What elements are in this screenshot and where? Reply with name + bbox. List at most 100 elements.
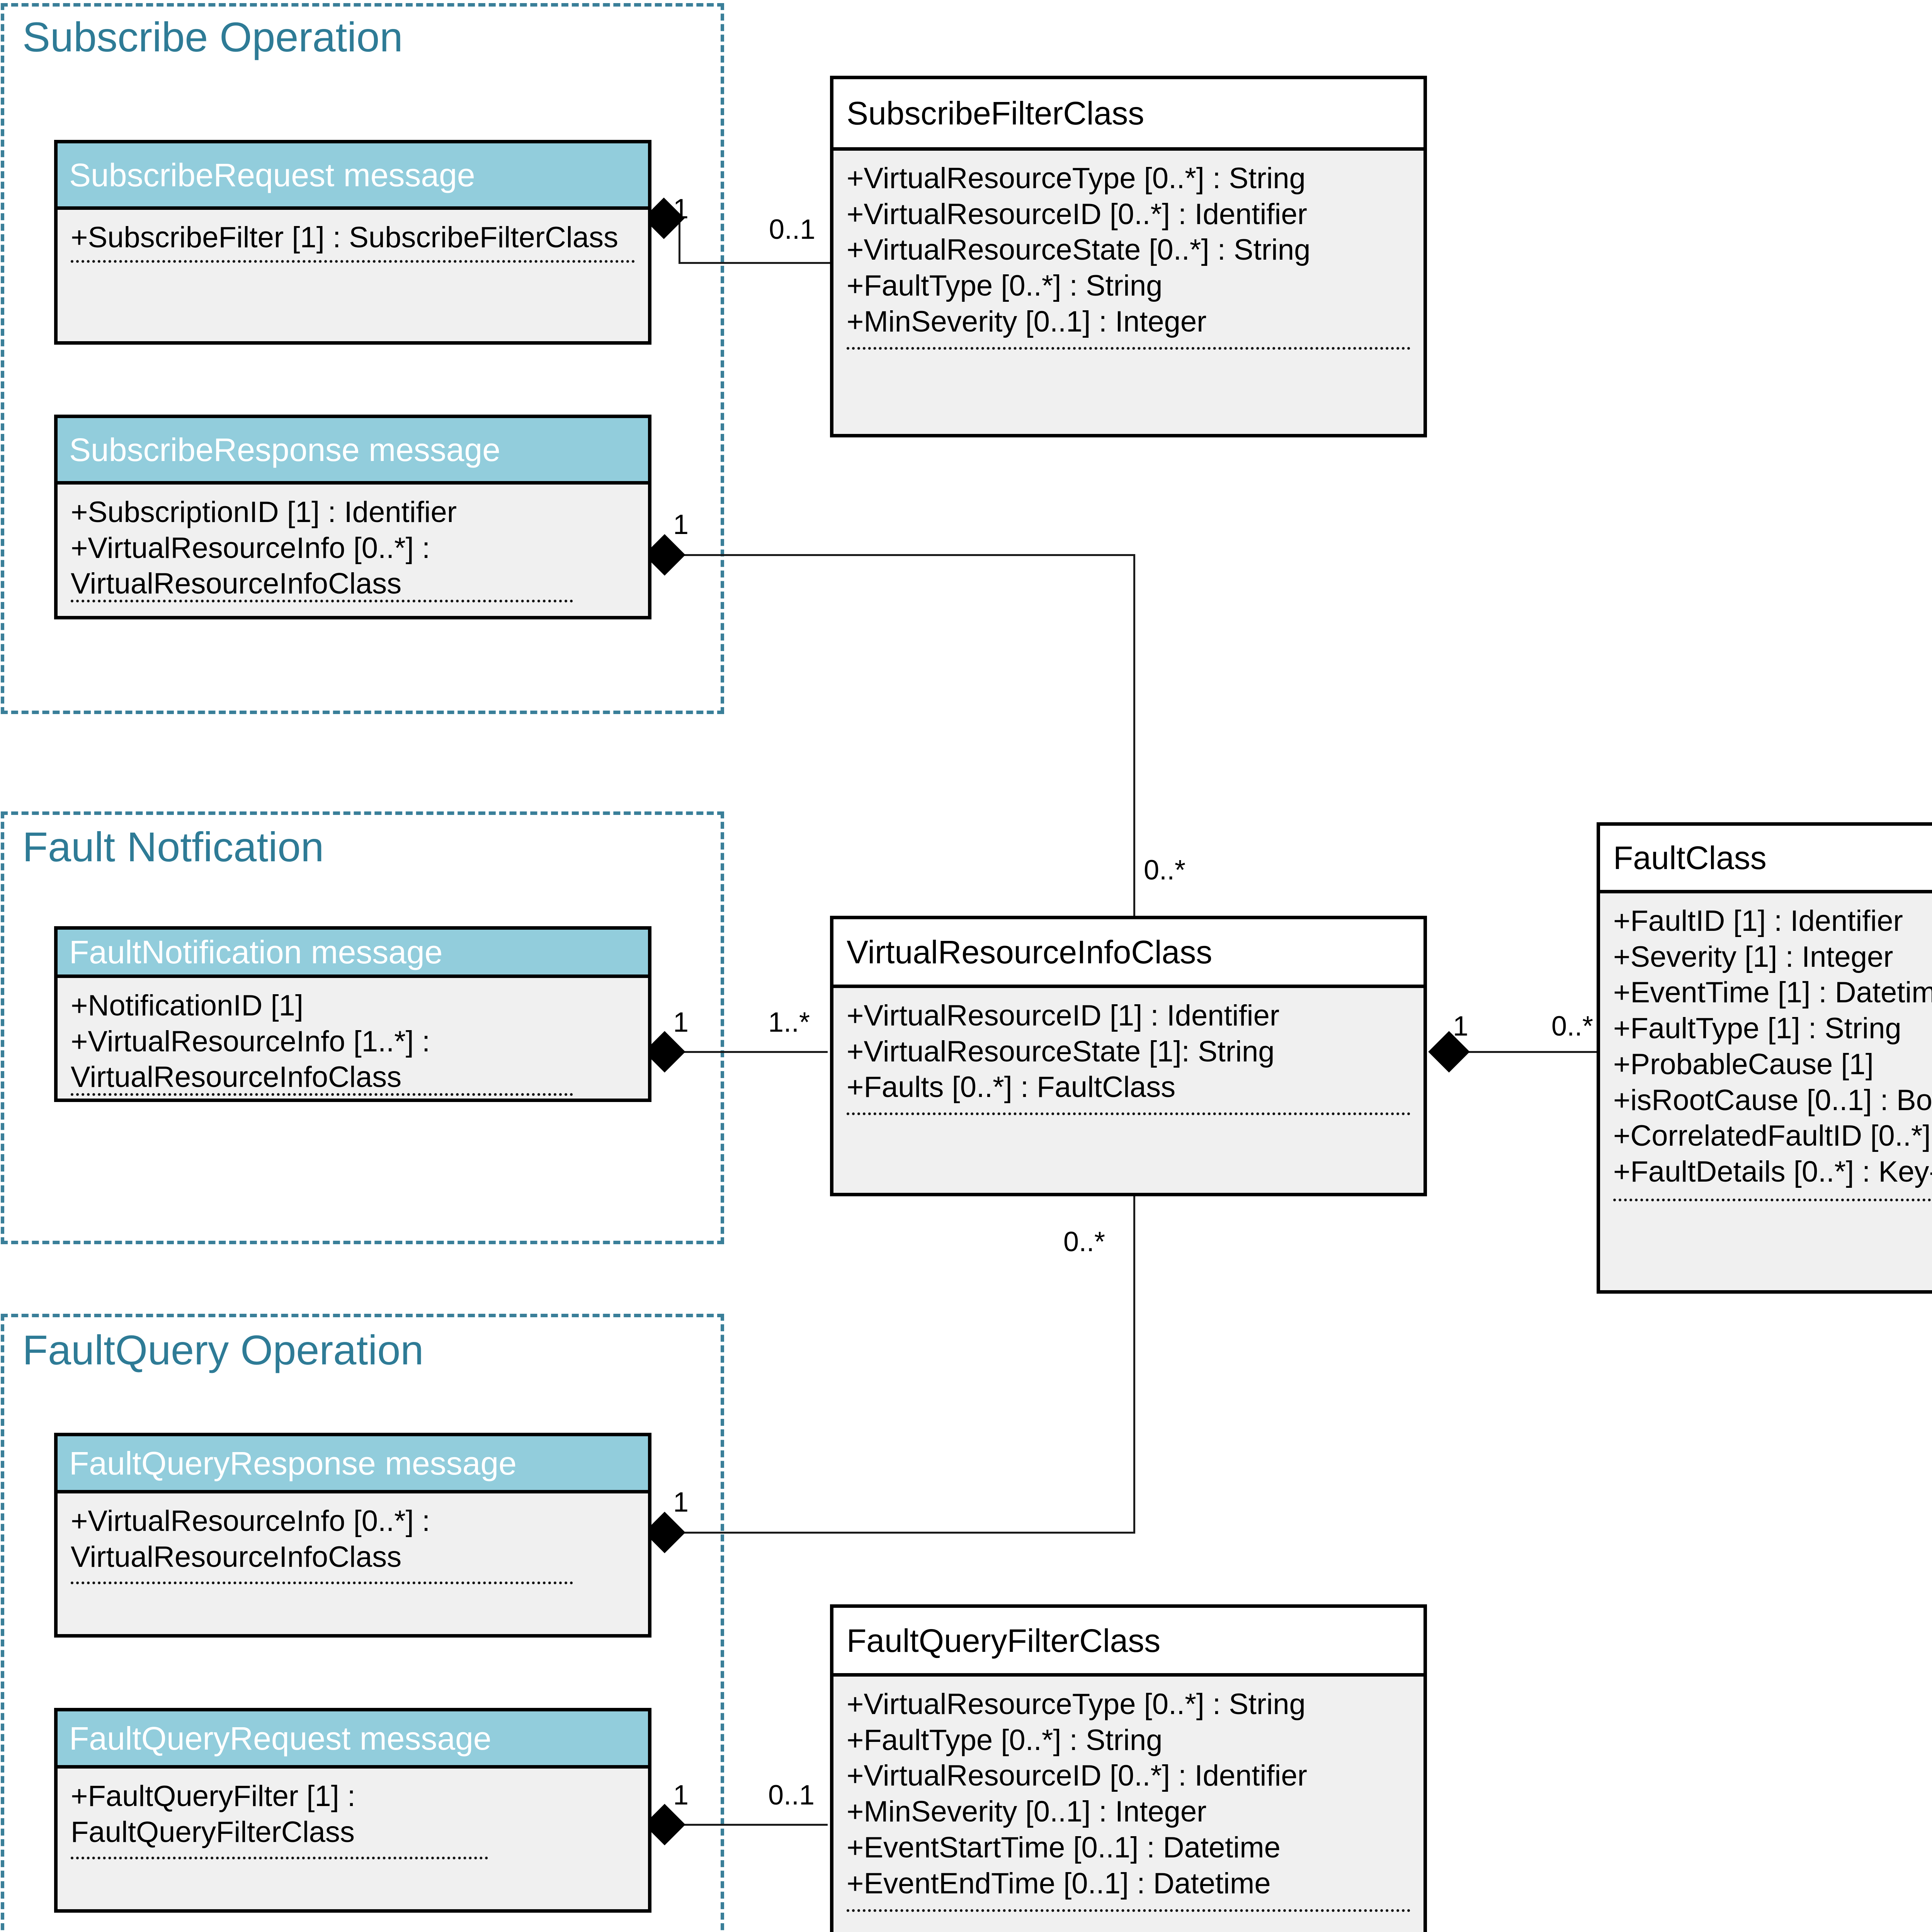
uml-box-title-fault-class: FaultClass	[1613, 840, 1767, 876]
uml-box-subscribe-request[interactable]: SubscribeRequest message +SubscribeFilte…	[54, 140, 651, 345]
uml-box-title-subscribe-response: SubscribeResponse message	[69, 431, 500, 468]
uml-attribute: +VirtualResourceState [0..*] : String	[847, 233, 1311, 267]
uml-attribute: +VirtualResourceID [0..*] : Identifier	[847, 197, 1307, 231]
multiplicity-req-target: 0..1	[769, 214, 816, 245]
connector-fqreq-to-filter-horizontal	[665, 1824, 828, 1826]
uml-operations-separator	[847, 1112, 1410, 1115]
uml-attribute: +VirtualResourceInfo [0..*] : VirtualRes…	[71, 1505, 430, 1573]
uml-operations-separator	[847, 347, 1410, 350]
multiplicity-resp-target: 0..*	[1144, 855, 1186, 886]
uml-box-fault-query-request[interactable]: FaultQueryRequest message +FaultQueryFil…	[54, 1708, 651, 1913]
multiplicity-fqreq-source: 1	[673, 1780, 689, 1811]
uml-attribute: +MinSeverity [0..1] : Integer	[847, 305, 1207, 338]
uml-box-header-virtual-resource-info-class: VirtualResourceInfoClass	[833, 919, 1423, 988]
connector-resp-to-vri-vertical	[1133, 554, 1135, 916]
uml-attribute: +Severity [1] : Integer	[1613, 940, 1893, 973]
uml-operations-separator	[71, 1582, 573, 1584]
uml-attribute: +EventStartTime [0..1] : Datetime	[847, 1831, 1281, 1864]
uml-attribute: +Faults [0..*] : FaultClass	[847, 1071, 1176, 1104]
uml-operations-separator	[71, 1093, 573, 1096]
uml-attribute: +CorrelatedFaultID [0..*] : Identifier	[1613, 1119, 1932, 1153]
group-frame-fault-notification	[1, 811, 724, 1244]
uml-attributes-fault-query-response: +VirtualResourceInfo [0..*] : VirtualRes…	[58, 1493, 586, 1584]
uml-attribute: +VirtualResourceState [1]: String	[847, 1035, 1275, 1068]
uml-attribute: +FaultDetails [0..*] : Key-Value pairs	[1613, 1155, 1932, 1189]
uml-box-subscribe-filter-class[interactable]: SubscribeFilterClass +VirtualResourceTyp…	[830, 76, 1427, 437]
uml-box-title-subscribe-filter-class: SubscribeFilterClass	[847, 95, 1145, 131]
uml-operations-separator	[1613, 1199, 1932, 1201]
group-title-fault-notification: Fault Notfication	[22, 823, 324, 870]
uml-box-header-fault-query-request: FaultQueryRequest message	[58, 1711, 648, 1769]
multiplicity-vri-source: 1	[1453, 1011, 1469, 1042]
uml-attributes-subscribe-response: +SubscriptionID [1] : Identifier +Virtua…	[58, 485, 586, 602]
connector-resp-to-vri-horizontal	[665, 554, 1135, 556]
uml-box-title-virtual-resource-info-class: VirtualResourceInfoClass	[847, 934, 1213, 970]
connector-req-to-filter-vertical	[679, 216, 680, 263]
uml-box-header-subscribe-request: SubscribeRequest message	[58, 143, 648, 210]
group-frame-faultquery-operation	[1, 1314, 724, 1932]
uml-operations-separator	[71, 1857, 488, 1859]
uml-attribute: +VirtualResourceType [0..*] : String	[847, 162, 1306, 195]
uml-box-title-fault-query-request: FaultQueryRequest message	[69, 1720, 492, 1757]
uml-box-header-fault-query-filter-class: FaultQueryFilterClass	[833, 1608, 1423, 1677]
uml-attributes-fault-query-filter-class: +VirtualResourceType [0..*] : String +Fa…	[833, 1677, 1423, 1912]
connector-notif-to-vri-horizontal	[665, 1051, 828, 1053]
uml-box-title-fault-query-response: FaultQueryResponse message	[69, 1445, 517, 1481]
multiplicity-resp-source: 1	[673, 509, 689, 540]
group-title-subscribe-operation: Subscribe Operation	[22, 14, 403, 60]
uml-box-header-fault-query-response: FaultQueryResponse message	[58, 1436, 648, 1493]
uml-attributes-fault-query-request: +FaultQueryFilter [1] : FaultQueryFilter…	[58, 1769, 501, 1859]
uml-box-fault-query-filter-class[interactable]: FaultQueryFilterClass +VirtualResourceTy…	[830, 1604, 1427, 1932]
uml-attribute: +FaultType [0..*] : String	[847, 269, 1163, 303]
uml-box-header-fault-notification: FaultNotification message	[58, 930, 648, 978]
uml-box-header-subscribe-filter-class: SubscribeFilterClass	[833, 79, 1423, 151]
uml-box-title-fault-query-filter-class: FaultQueryFilterClass	[847, 1622, 1161, 1659]
uml-attributes-fault-class: +FaultID [1] : Identifier +Severity [1] …	[1600, 893, 1932, 1201]
multiplicity-fqresp-source: 1	[673, 1487, 689, 1518]
uml-attribute: +VirtualResourceID [1] : Identifier	[847, 999, 1280, 1032]
uml-attribute: +EventEndTime [0..1] : Datetime	[847, 1867, 1271, 1900]
uml-operations-separator	[847, 1909, 1410, 1912]
uml-attribute: +FaultType [1] : String	[1613, 1012, 1901, 1045]
uml-box-title-fault-notification: FaultNotification message	[69, 934, 443, 970]
uml-attribute: +VirtualResourceType [0..*] : String	[847, 1688, 1306, 1721]
multiplicity-notif-source: 1	[673, 1007, 689, 1038]
uml-attributes-subscribe-request: +SubscribeFilter [1] : SubscribeFilterCl…	[58, 210, 648, 263]
uml-box-header-subscribe-response: SubscribeResponse message	[58, 418, 648, 485]
uml-attribute: +FaultQueryFilter [1] : FaultQueryFilter…	[71, 1780, 356, 1849]
uml-box-header-fault-class: FaultClass	[1600, 826, 1932, 893]
uml-attribute: +FaultType [0..*] : String	[847, 1723, 1163, 1757]
uml-attribute: +FaultID [1] : Identifier	[1613, 905, 1903, 937]
multiplicity-fqreq-target: 0..1	[768, 1780, 815, 1811]
uml-attribute: +SubscriptionID [1] : Identifier	[71, 496, 457, 529]
multiplicity-notif-target: 1..*	[768, 1007, 810, 1038]
uml-box-fault-query-response[interactable]: FaultQueryResponse message +VirtualResou…	[54, 1433, 651, 1638]
uml-attribute: +VirtualResourceID [0..*] : Identifier	[847, 1759, 1307, 1793]
connector-req-to-filter-horizontal	[679, 262, 833, 264]
uml-box-title-subscribe-request: SubscribeRequest message	[69, 156, 475, 193]
multiplicity-vri-target: 0..*	[1551, 1011, 1594, 1042]
uml-box-fault-notification[interactable]: FaultNotification message +NotificationI…	[54, 926, 651, 1102]
uml-box-fault-class[interactable]: FaultClass +FaultID [1] : Identifier +Se…	[1597, 822, 1932, 1294]
connector-fqresp-to-vri-horizontal	[665, 1532, 1135, 1534]
uml-box-subscribe-response[interactable]: SubscribeResponse message +SubscriptionI…	[54, 415, 651, 619]
uml-attributes-subscribe-filter-class: +VirtualResourceType [0..*] : String +Vi…	[833, 151, 1423, 350]
uml-attribute: +VirtualResourceInfo [1..*] : VirtualRes…	[71, 1025, 430, 1094]
uml-attribute: +NotificationID [1]	[71, 989, 303, 1022]
uml-operations-separator	[71, 260, 635, 263]
uml-attribute: +isRootCause [0..1] : Boolean	[1613, 1083, 1932, 1117]
uml-box-virtual-resource-info-class[interactable]: VirtualResourceInfoClass +VirtualResourc…	[830, 916, 1427, 1196]
uml-attribute: +MinSeverity [0..1] : Integer	[847, 1795, 1207, 1828]
uml-attribute: +SubscribeFilter [1] : SubscribeFilterCl…	[71, 221, 619, 254]
uml-attribute: +ProbableCause [1]	[1613, 1048, 1874, 1081]
multiplicity-req-source: 1	[673, 194, 689, 224]
group-frame-subscribe-operation	[1, 3, 724, 714]
connector-vri-to-fault-horizontal	[1451, 1051, 1598, 1053]
group-title-faultquery-operation: FaultQuery Operation	[22, 1327, 424, 1373]
uml-attribute: +VirtualResourceInfo [0..*] : VirtualRes…	[71, 531, 430, 600]
uml-attribute: +EventTime [1] : Datetime	[1613, 976, 1932, 1009]
uml-operations-separator	[71, 600, 573, 602]
connector-fqresp-to-vri-vertical	[1133, 1196, 1135, 1533]
uml-attributes-fault-notification: +NotificationID [1] +VirtualResourceInfo…	[58, 978, 586, 1096]
uml-attributes-virtual-resource-info-class: +VirtualResourceID [1] : Identifier +Vir…	[833, 988, 1423, 1115]
